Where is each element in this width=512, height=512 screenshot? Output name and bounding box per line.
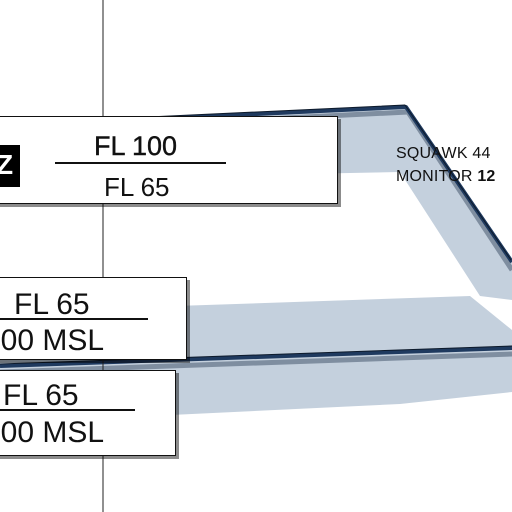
lower-airspace-boundary	[0, 346, 512, 368]
airspace-class-tag: Z	[0, 145, 20, 187]
altitude-divider-3	[0, 409, 135, 411]
squawk-label: SQUAWK	[396, 145, 468, 162]
squawk-code: 44	[472, 145, 491, 162]
altitude-divider-1	[55, 162, 226, 164]
lower-boundary-shadow	[0, 351, 512, 375]
altitude-divider-2	[0, 318, 148, 320]
altitude-lower-3: 500 MSL	[0, 416, 105, 449]
altitude-lower-2: 500 MSL	[0, 324, 105, 357]
altitude-lower-1: FL 65	[104, 172, 170, 202]
altitude-upper-3: FL 65	[3, 379, 79, 412]
altitude-upper-2: FL 65	[14, 288, 90, 321]
monitor-note: MONITOR 12	[396, 168, 496, 186]
monitor-label: MONITOR	[396, 168, 473, 185]
altitude-label-1	[0, 116, 338, 204]
altitude-label-3	[0, 370, 176, 456]
monitor-frequency: 12	[477, 168, 496, 185]
altitude-upper-1: FL 100	[94, 131, 178, 161]
lower-boundary-edge	[0, 345, 512, 365]
squawk-note: SQUAWK 44	[396, 145, 491, 163]
